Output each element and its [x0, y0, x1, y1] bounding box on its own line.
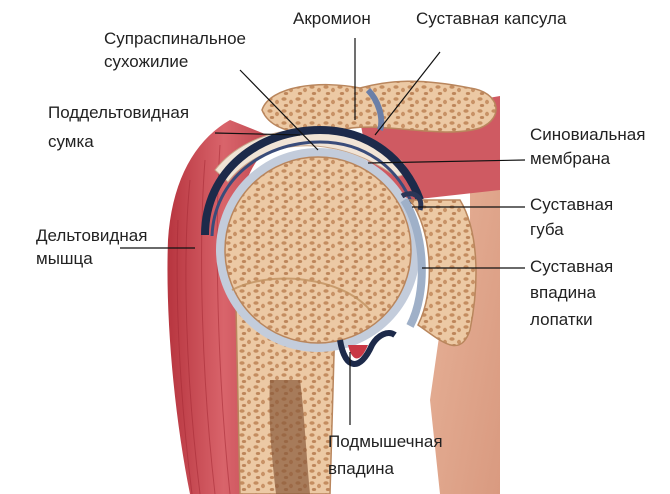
label-glenoid-1: Суставная [530, 257, 614, 276]
label-labrum-2: губа [530, 220, 564, 239]
deltoid-muscle [167, 120, 280, 494]
label-acromion: Акромион [293, 9, 371, 28]
label-capsule: Суставная капсула [416, 9, 567, 28]
label-glenoid-2: впадина [530, 283, 596, 302]
label-bursa-2: сумка [48, 132, 94, 151]
label-supraspinatus-1: Супраспинальное [104, 29, 247, 48]
label-synovial-1: Синовиальная [530, 125, 646, 144]
glenoid [408, 199, 477, 347]
label-axillary-2: впадина [328, 459, 394, 478]
label-deltoid-1: Дельтовидная [36, 226, 148, 245]
epiphyseal-line [231, 277, 371, 311]
glenoid-cartilage [400, 197, 426, 328]
label-glenoid-3: лопатки [530, 310, 593, 329]
label-supraspinatus-2: сухожилие [104, 52, 189, 71]
label-labrum-1: Суставная [530, 195, 614, 214]
label-synovial-2: мембрана [530, 149, 611, 168]
label-deltoid-2: мышца [36, 249, 93, 268]
medullary-cavity [269, 380, 310, 494]
synovial-membrane [201, 125, 424, 236]
label-bursa-1: Поддельтовидная [48, 103, 190, 122]
axillary-recess [337, 330, 397, 367]
label-axillary-1: Подмышечная [328, 432, 443, 451]
humeral-head [224, 156, 412, 344]
